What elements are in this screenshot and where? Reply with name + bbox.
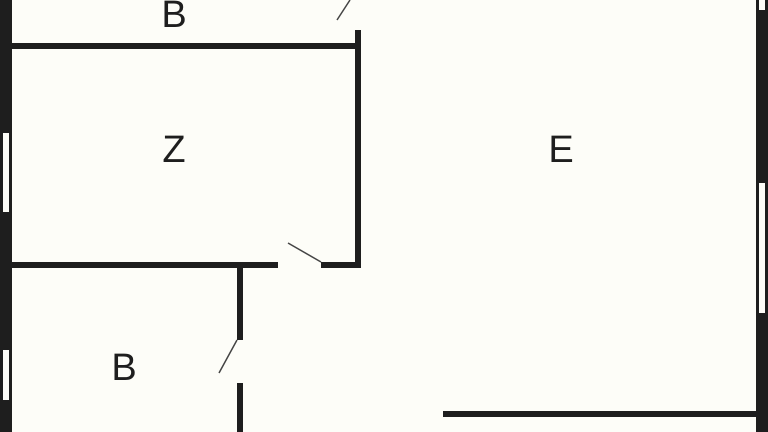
wall-bottom-room-right-upper: [237, 268, 243, 340]
wall-bottom-partition: [443, 411, 756, 417]
window-left-upper: [3, 133, 9, 212]
door-top-room: [336, 0, 351, 21]
window-left-lower: [3, 350, 9, 400]
door-middle-room: [287, 242, 322, 263]
room-label-large-right: E: [548, 129, 574, 171]
door-bottom-room: [218, 339, 238, 374]
left-exterior-wall: [0, 0, 12, 432]
wall-middle-room-bottom-right: [321, 262, 361, 268]
wall-bottom-room-right-lower: [237, 383, 243, 432]
room-label-middle-left: Z: [162, 129, 186, 171]
wall-middle-room-bottom-left: [12, 262, 278, 268]
window-right-top: [759, 0, 765, 10]
wall-top-room-bottom: [12, 43, 361, 49]
room-label-top: B: [161, 0, 187, 36]
wall-middle-room-right: [355, 30, 361, 268]
room-label-bottom-left: B: [111, 347, 137, 389]
window-right-middle: [759, 183, 765, 313]
